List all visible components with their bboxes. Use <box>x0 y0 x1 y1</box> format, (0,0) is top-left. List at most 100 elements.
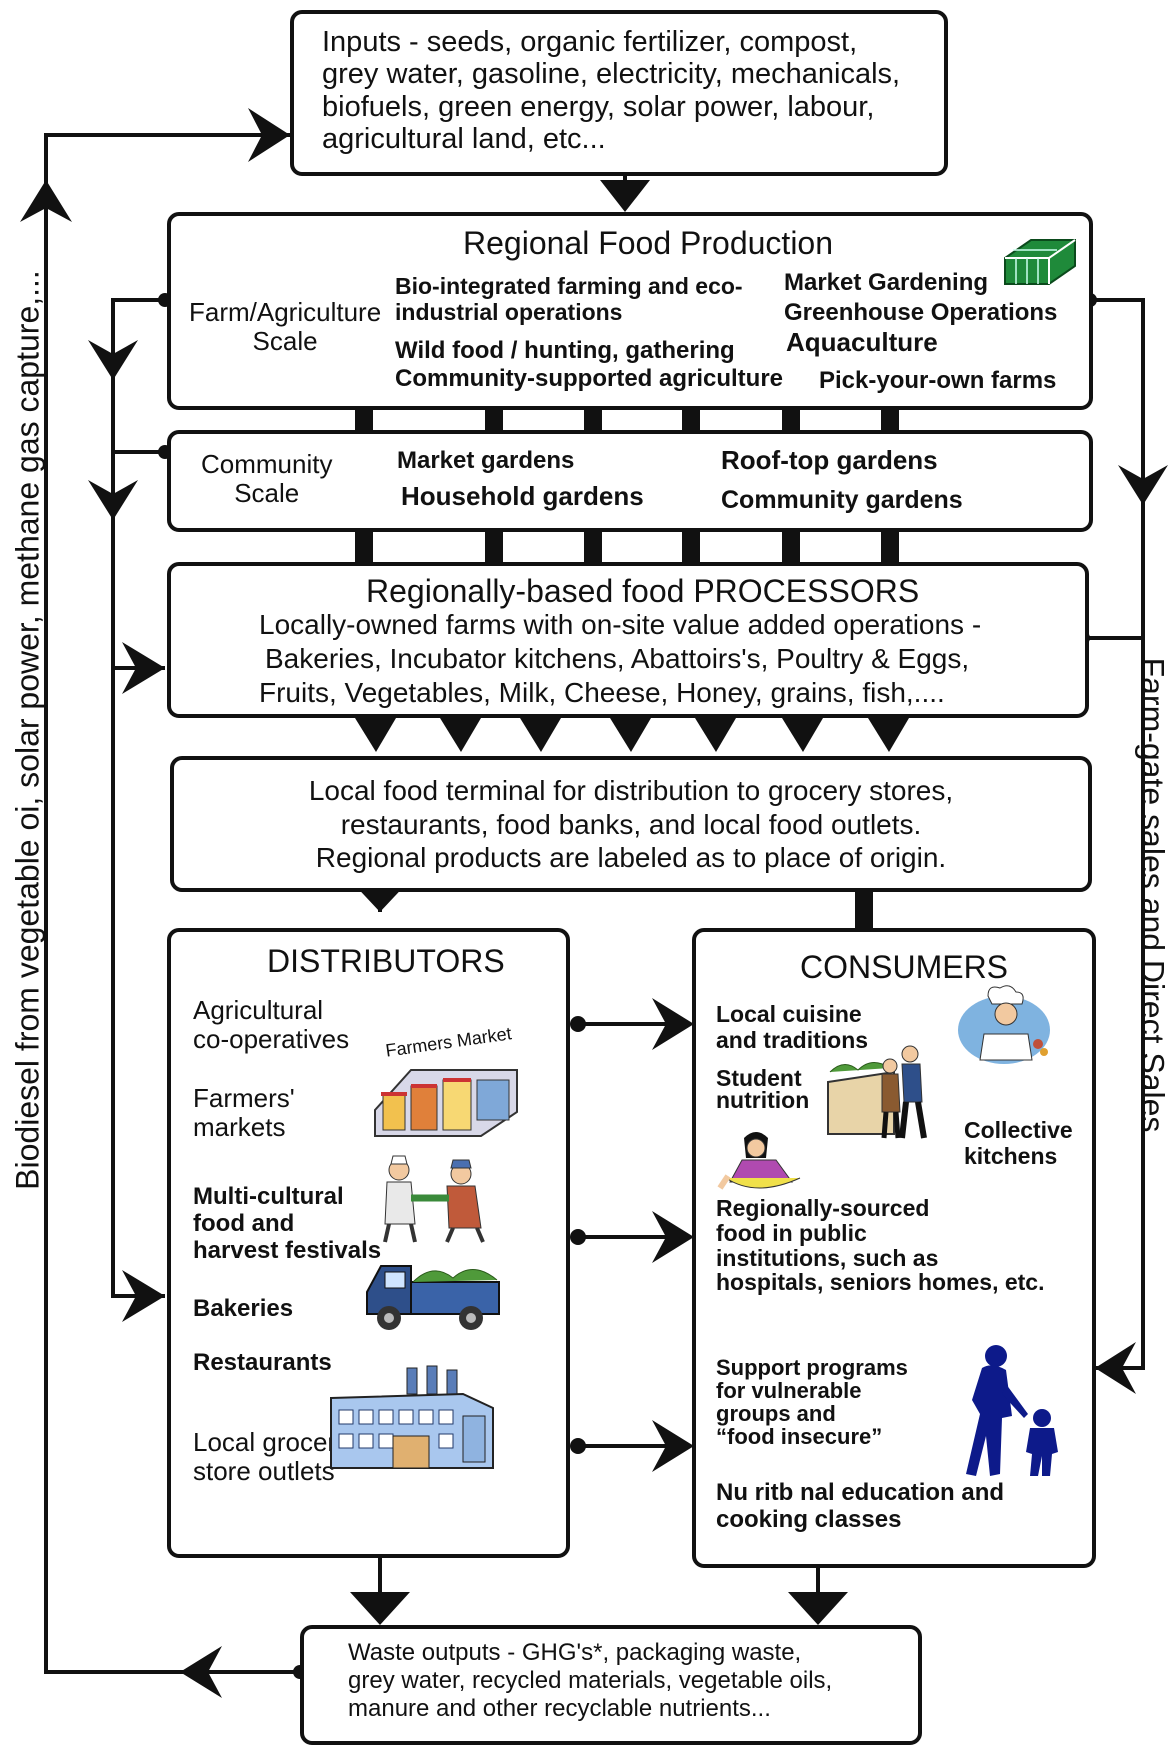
nutritional-education-text: Nu ritb nal education and cooking classe… <box>716 1479 1005 1534</box>
education-line-1: Nu ritb nal education and <box>716 1479 1005 1506</box>
farmgate-label-text: Farm-gate sales and Direct Sales <box>1134 657 1171 1133</box>
cuisine-line-1: Local cuisine <box>716 1001 862 1027</box>
cuisine-text: Local cuisine and traditions <box>716 1001 869 1054</box>
collective-line-2: kitchens <box>964 1142 1058 1169</box>
waste-line-1: Waste outputs - GHG's*, packaging waste, <box>348 1639 802 1666</box>
public-line-1: Regionally-sourced <box>716 1195 930 1221</box>
delivery-truck-icon <box>366 1265 500 1330</box>
left-return-line <box>44 133 300 1674</box>
wild-food-text: Wild food / hunting, gathering <box>395 337 735 364</box>
education-line-2: cooking classes <box>716 1505 902 1533</box>
greenhouse-icon <box>1004 239 1076 285</box>
parent-child-silhouette-icon <box>966 1345 1058 1476</box>
community-scale-box: Community Scale Market gardens Household… <box>167 430 1093 532</box>
student-line-2: nutrition <box>716 1086 810 1113</box>
student-line-1: Student <box>716 1065 802 1091</box>
public-institutions-text: Regionally-sourced food in public instit… <box>716 1196 1045 1295</box>
left-feed-line <box>111 298 165 1298</box>
grocery-store-building-icon <box>330 1365 494 1469</box>
home-cook-icon <box>717 1132 801 1190</box>
consumers-title: CONSUMERS <box>800 949 1009 985</box>
terminal-box: Local food terminal for distribution to … <box>170 756 1092 892</box>
terminal-line-1: Local food terminal for distribution to … <box>308 775 954 806</box>
public-line-3: institutions, such as <box>716 1244 939 1271</box>
market-stall-shoppers-icon <box>827 1045 927 1139</box>
bio-line-2: industrial operations <box>395 298 623 325</box>
support-line-2: for vulnerable <box>716 1378 862 1404</box>
processors-box: Regionally-based food PROCESSORS Locally… <box>167 562 1089 718</box>
inputs-text: Inputs - seeds, organic fertilizer, comp… <box>322 26 900 156</box>
support-programs-text: Support programs for vulnerable groups a… <box>716 1356 908 1448</box>
support-line-3: groups and <box>716 1401 836 1427</box>
collective-line-1: Collective <box>964 1117 1073 1143</box>
handshake-people-icon <box>383 1155 485 1243</box>
coops-line-1: Agricultural <box>193 995 324 1025</box>
processors-title: Regionally-based food PROCESSORS <box>366 573 920 609</box>
biodiesel-label-text: Biodiesel from vegetable oi, solar power… <box>9 270 46 1190</box>
farm-scale-label: Farm/Agriculture Scale <box>189 297 382 356</box>
greenhouse-text: Greenhouse Operations <box>784 299 1058 326</box>
inputs-line-4: agricultural land, etc... <box>322 123 606 156</box>
multicultural-line-2: food and <box>193 1209 295 1237</box>
inputs-line-3: biofuels, green energy, solar power, lab… <box>322 90 875 123</box>
farmers-line-2: markets <box>193 1112 286 1143</box>
household-gardens-text: Household gardens <box>401 481 644 511</box>
right-side-label: Farm-gate sales and Direct Sales <box>1134 658 1171 1133</box>
inputs-line-1: Inputs - seeds, organic fertilizer, comp… <box>322 26 858 58</box>
processors-line-1: Locally-owned farms with on-site value a… <box>259 609 982 640</box>
public-line-2: food in public <box>716 1219 867 1246</box>
left-side-label: Biodiesel from vegetable oi, solar power… <box>10 270 47 1190</box>
student-nutrition-text: Student nutrition <box>716 1065 810 1113</box>
farmers-line-1: Farmers' <box>193 1083 295 1113</box>
waste-outputs-box: Waste outputs - GHG's*, packaging waste,… <box>300 1625 922 1745</box>
coops-line-2: co-operatives <box>193 1024 350 1055</box>
distributors-title: DISTRIBUTORS <box>267 943 505 979</box>
support-line-1: Support programs <box>716 1355 908 1380</box>
waste-text: Waste outputs - GHG's*, packaging waste,… <box>348 1639 832 1723</box>
bio-integrated-text: Bio-integrated farming and eco- industri… <box>395 273 743 326</box>
multicultural-text: Multi-cultural food and harvest festival… <box>193 1183 382 1265</box>
pick-your-own-text: Pick-your-own farms <box>819 367 1057 394</box>
consumers-box: CONSUMERS Local cuisine and traditions S… <box>692 928 1096 1568</box>
collective-kitchens-text: Collective kitchens <box>964 1117 1073 1170</box>
community-gardens-text: Community gardens <box>721 486 963 514</box>
multicultural-line-1: Multi-cultural <box>193 1183 344 1210</box>
community-scale-line-1: Community <box>201 449 333 479</box>
processors-text: Locally-owned farms with on-site value a… <box>259 608 981 710</box>
terminal-line-3: Regional products are labeled as to plac… <box>315 842 947 874</box>
bio-line-1: Bio-integrated farming and eco- <box>395 273 743 299</box>
market-building-icon <box>374 1069 518 1137</box>
csa-text: Community-supported agriculture <box>395 365 784 392</box>
market-gardens-text: Market gardens <box>397 447 575 474</box>
rooftop-gardens-text: Roof-top gardens <box>721 445 938 475</box>
market-gardening-text: Market Gardening <box>784 269 989 296</box>
support-line-4: “food insecure” <box>716 1424 883 1450</box>
inputs-box: Inputs - seeds, organic fertilizer, comp… <box>290 10 948 176</box>
community-scale-label: Community Scale <box>201 449 333 509</box>
terminal-line-2: restaurants, food banks, and local food … <box>340 808 922 840</box>
farmers-markets-text: Farmers' markets <box>193 1083 295 1143</box>
distributors-box: DISTRIBUTORS Agricultural co-operatives … <box>167 928 570 1558</box>
multicultural-line-3: harvest festivals <box>193 1236 382 1264</box>
grocery-line-1: Local grocery <box>193 1427 350 1457</box>
inputs-line-2: grey water, gasoline, electricity, mecha… <box>322 58 901 91</box>
public-line-4: hospitals, seniors homes, etc. <box>716 1269 1045 1296</box>
farm-scale-line-1: Farm/Agriculture <box>189 297 382 327</box>
cuisine-line-2: and traditions <box>716 1026 869 1053</box>
chef-icon <box>958 985 1050 1064</box>
bakeries-text: Bakeries <box>193 1295 294 1322</box>
waste-line-3: manure and other recyclable nutrients... <box>348 1695 771 1723</box>
terminal-text: Local food terminal for distribution to … <box>174 774 1088 875</box>
regional-title: Regional Food Production <box>463 225 834 261</box>
waste-line-2: grey water, recycled materials, vegetabl… <box>348 1667 833 1695</box>
coops-text: Agricultural co-operatives <box>193 995 350 1055</box>
regional-production-box: Regional Food Production Farm/Agricultur… <box>167 212 1093 410</box>
restaurants-text: Restaurants <box>193 1349 332 1376</box>
aquaculture-text: Aquaculture <box>786 327 938 357</box>
inputs-arrowhead <box>248 108 290 162</box>
community-scale-line-2: Scale <box>234 478 300 509</box>
processors-line-2: Bakeries, Incubator kitchens, Abattoirs'… <box>265 643 970 675</box>
grocery-text: Local grocery store outlets <box>193 1427 350 1486</box>
